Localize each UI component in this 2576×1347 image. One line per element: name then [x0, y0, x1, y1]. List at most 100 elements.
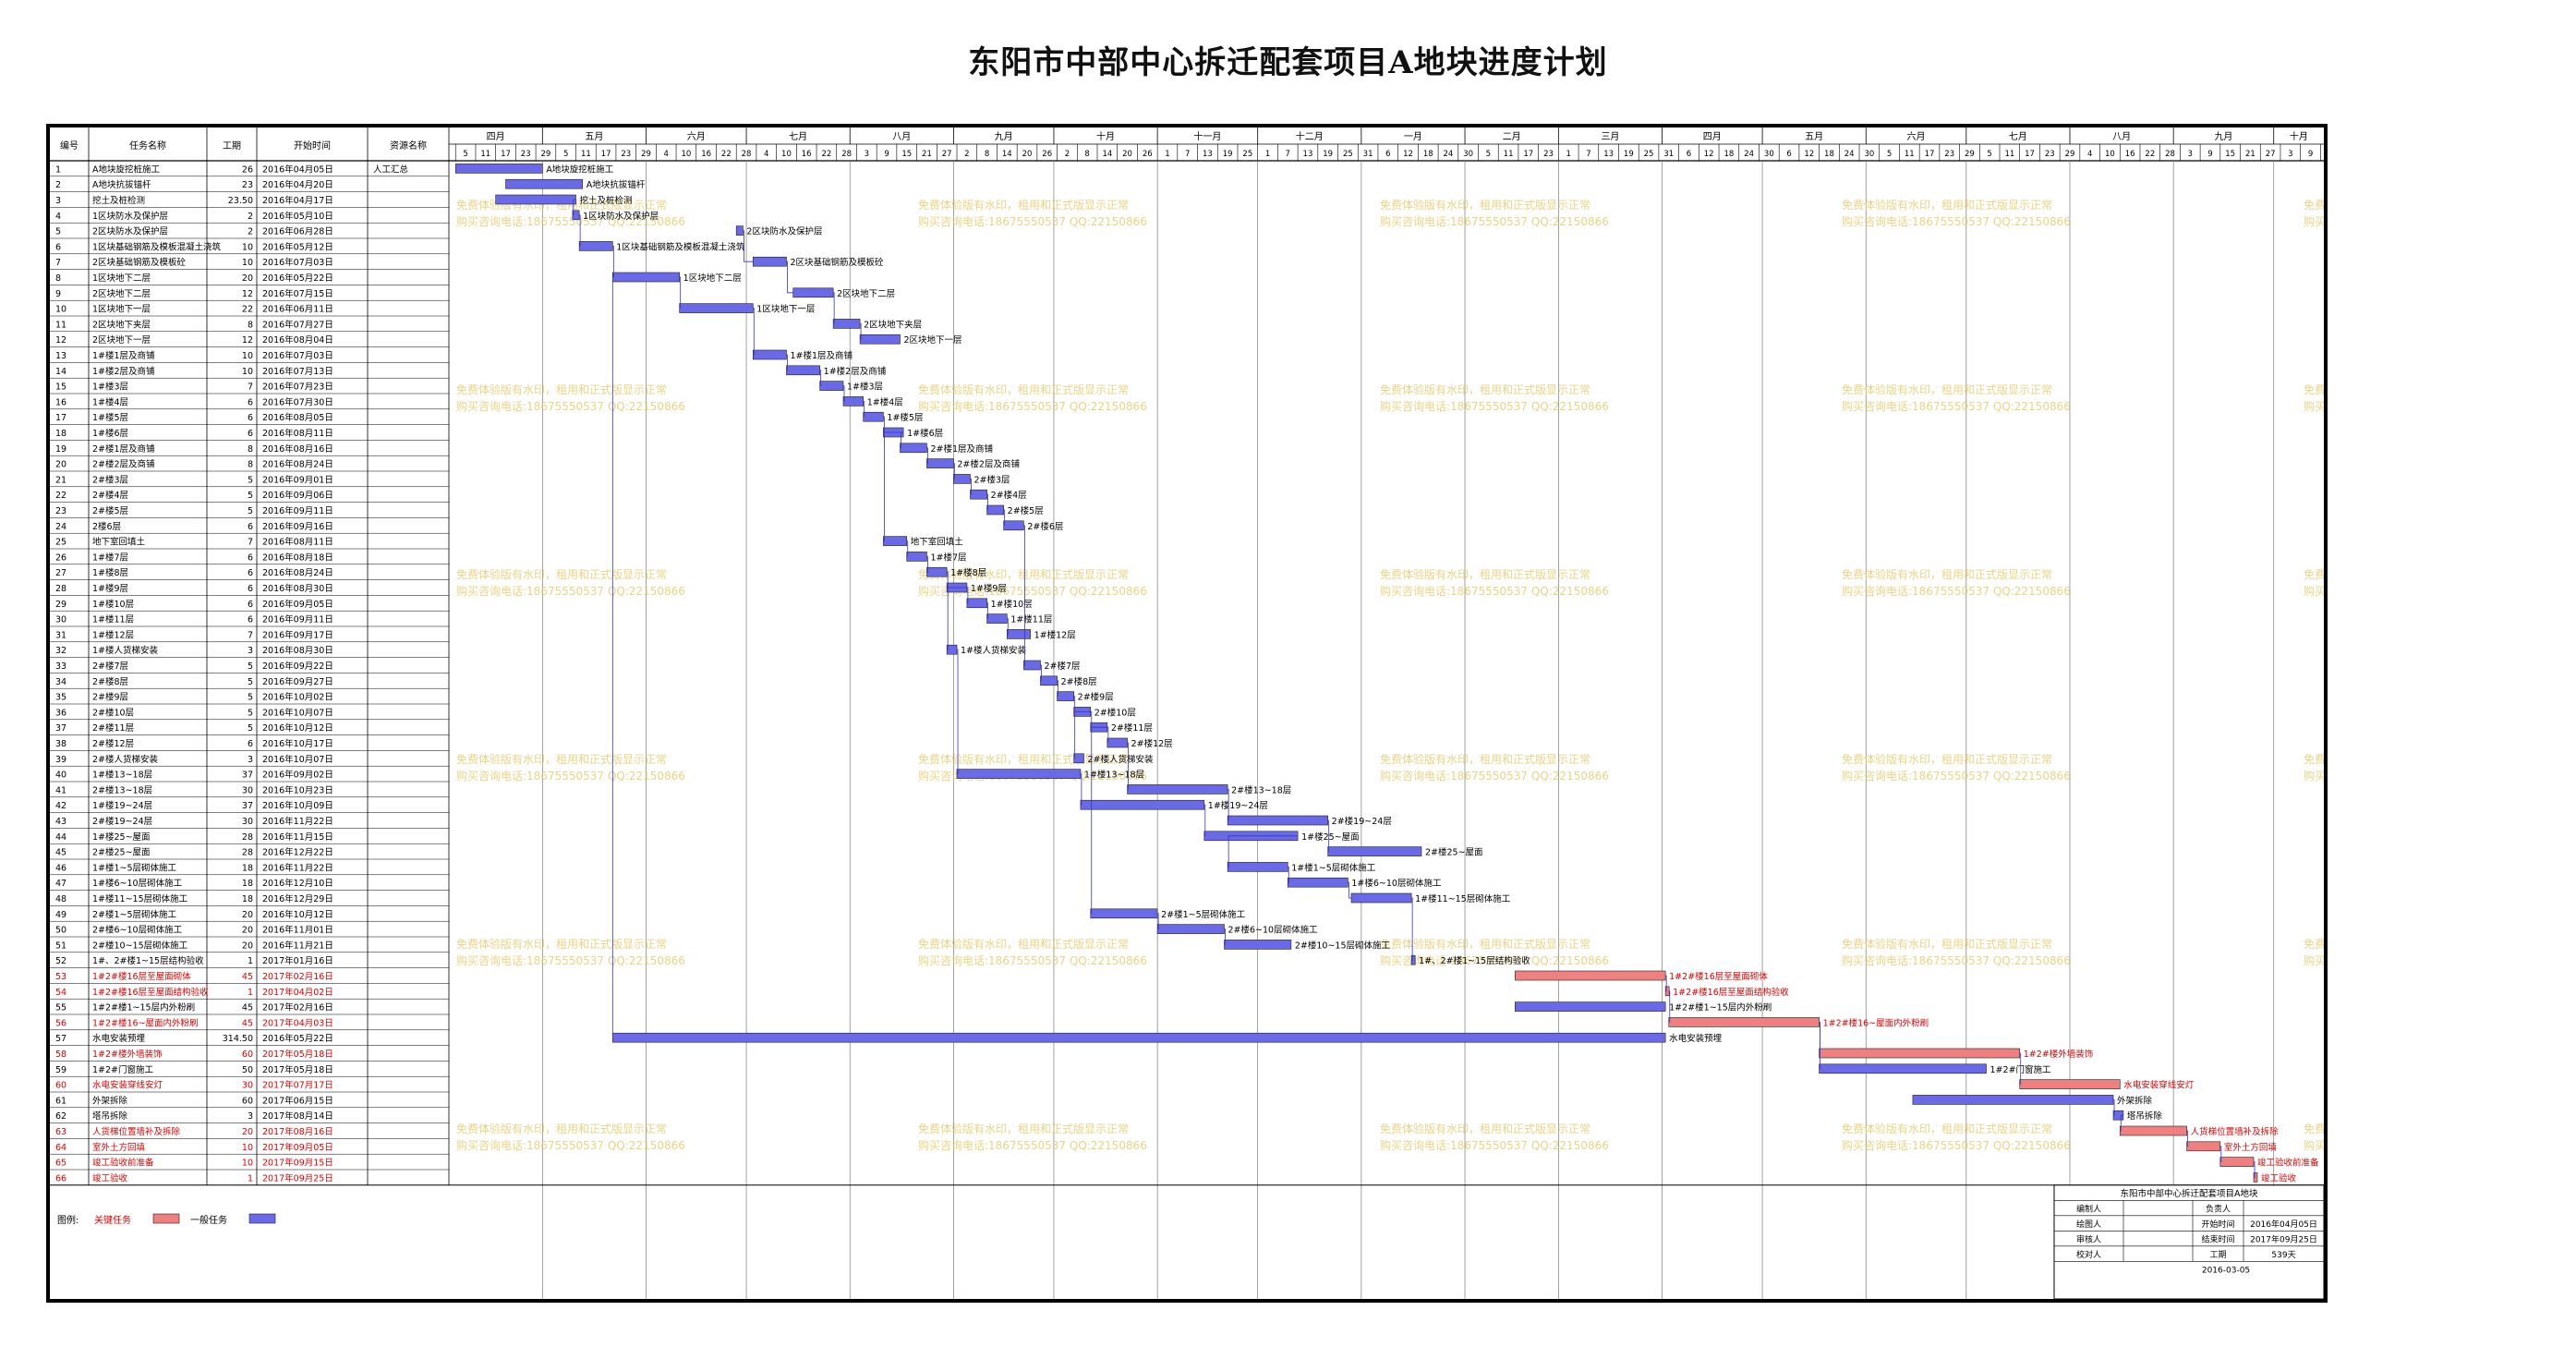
week-label: 26: [1042, 150, 1052, 159]
task-duration: 5: [248, 506, 253, 516]
week-label: 29: [2065, 150, 2075, 159]
task-name: 2#楼10~15层砌体施工: [92, 940, 188, 951]
task-id: 53: [55, 972, 67, 982]
watermark-text: 购买咨询电话:18675550537 QQ:22150866: [1380, 214, 1609, 228]
week-label: 21: [2245, 150, 2256, 159]
task-id: 39: [55, 755, 67, 765]
gantt-bar-label: 1#楼6~10层砌体施工: [1351, 878, 1442, 889]
task-start: 2016年08月30日: [262, 645, 333, 656]
task-name: 2#楼10层: [92, 707, 134, 718]
task-id: 7: [55, 258, 61, 268]
week-label: 19: [1323, 150, 1333, 159]
dependency-line: [947, 587, 967, 650]
gantt-bar: [735, 225, 744, 236]
task-name: 1#2#楼16层至屋面砌体: [92, 971, 191, 982]
gantt-bar: [1227, 862, 1288, 872]
week-label: 7: [1586, 150, 1590, 159]
week-label: 5: [1486, 150, 1491, 159]
task-start: 2016年07月30日: [262, 396, 333, 407]
week-label: 2: [1065, 150, 1070, 159]
dependency-line: [883, 416, 885, 433]
gantt-bar-label: 2#楼25~屋面: [1425, 847, 1483, 858]
legend-normal-label: 一般任务: [190, 1214, 227, 1226]
task-duration: 60: [242, 1096, 253, 1106]
watermark-text: 购买咨询电话:18675550537 QQ:22150866: [1842, 953, 2071, 967]
month-label: 八月: [2112, 131, 2131, 142]
task-name: 2楼6层: [92, 521, 121, 532]
task-start: 2016年05月22日: [262, 1033, 333, 1044]
task-duration: 6: [248, 600, 253, 610]
week-label: 13: [1203, 150, 1213, 159]
gantt-bar: [1023, 660, 1041, 671]
week-label: 30: [1864, 150, 1874, 159]
week-label: 23: [1944, 150, 1954, 159]
dependency-line: [842, 385, 845, 402]
task-name: 1#楼11层: [92, 614, 134, 625]
gantt-bar-label: 1#楼9层: [971, 583, 1007, 594]
watermark-text: 免费体验版有水印，租用和正式版显示正常: [456, 1122, 667, 1135]
watermark-text: 免费体验版有水印，租用和正式版显示正常: [456, 567, 667, 581]
task-name: 2#楼13~18层: [92, 784, 152, 795]
task-start: 2016年10月17日: [262, 738, 333, 749]
task-name: 2区块基础钢筋及模板砼: [92, 257, 187, 268]
task-id: 20: [55, 460, 67, 470]
task-duration: 20: [242, 1127, 253, 1137]
gantt-bar-label: 外架拆除: [2117, 1095, 2153, 1106]
task-duration: 20: [242, 926, 253, 936]
task-id: 44: [55, 832, 67, 843]
watermark-text: 免费体验版有水印，租用和正式版显示正常: [456, 752, 667, 766]
task-duration: 12: [242, 289, 253, 299]
task-duration: 6: [248, 522, 253, 532]
info-box-cell: 校对人: [2076, 1249, 2101, 1260]
week-label: 3: [2288, 150, 2292, 159]
watermark-text: 购买咨询电话:18675550537 QQ:22150866: [1380, 769, 1609, 783]
gantt-bar: [2019, 1079, 2121, 1089]
legend-title: 图例:: [57, 1214, 79, 1226]
gantt-bar: [986, 504, 1004, 516]
month-label: 三月: [1601, 131, 1619, 142]
gantt-frame: 编号任务名称工期开始时间资源名称四月五月六月七月八月九月十月十一月十二月一月二月…: [46, 124, 2328, 1303]
task-id: 15: [55, 382, 67, 393]
task-start: 2016年09月11日: [262, 614, 333, 625]
task-id: 12: [55, 335, 67, 346]
week-label: 13: [1303, 150, 1313, 159]
task-name: 1#2#楼外墙装饰: [92, 1049, 163, 1060]
task-start: 2016年06月11日: [262, 304, 333, 315]
month-label: 七月: [2009, 131, 2027, 142]
watermark-text: 免费体验版有水印，租用和正式版显示正常: [2304, 937, 2324, 951]
task-name: 1#楼25~屋面: [92, 831, 151, 843]
task-duration: 37: [242, 801, 253, 811]
gantt-bar-label: 挖土及桩检测: [580, 195, 633, 206]
task-start: 2017年09月15日: [262, 1158, 333, 1169]
task-id: 59: [55, 1065, 67, 1075]
gantt-bar: [1287, 877, 1348, 888]
task-id: 6: [55, 242, 61, 252]
month-label: 五月: [585, 131, 603, 142]
week-label: 1: [1566, 150, 1570, 159]
gantt-bar-label: 1#楼2层及商铺: [824, 366, 887, 377]
task-id: 19: [55, 444, 67, 455]
task-id: 31: [55, 630, 67, 640]
task-name: 2区块地下二层: [92, 288, 151, 299]
gantt-bar: [946, 644, 958, 655]
watermark-text: 购买咨询电话:18675550537 QQ:22150866: [918, 953, 1147, 967]
task-id: 50: [55, 926, 67, 936]
task-id: 64: [55, 1143, 67, 1153]
task-duration: 314.50: [223, 1034, 253, 1044]
watermark-text: 购买咨询电话:18675550537 QQ:22150866: [1380, 399, 1609, 413]
gantt-bar: [906, 552, 927, 562]
task-name: 挖土及桩检测: [92, 195, 145, 206]
week-label: 28: [841, 150, 852, 159]
gantt-bar-label: 1#楼1~5层砌体施工: [1291, 862, 1376, 873]
dependency-line: [1665, 975, 1667, 992]
task-start: 2016年04月05日: [262, 164, 333, 175]
task-duration: 30: [242, 817, 253, 827]
gantt-bar-label: 2区块地下二层: [837, 288, 895, 299]
task-id: 47: [55, 879, 67, 889]
task-start: 2016年11月22日: [262, 862, 333, 873]
gantt-bar: [1227, 815, 1328, 826]
week-label: 23: [521, 150, 531, 159]
task-name: 2#楼8层: [92, 676, 128, 687]
month-label: 六月: [687, 131, 706, 142]
info-box-cell: 负责人: [2206, 1203, 2231, 1214]
